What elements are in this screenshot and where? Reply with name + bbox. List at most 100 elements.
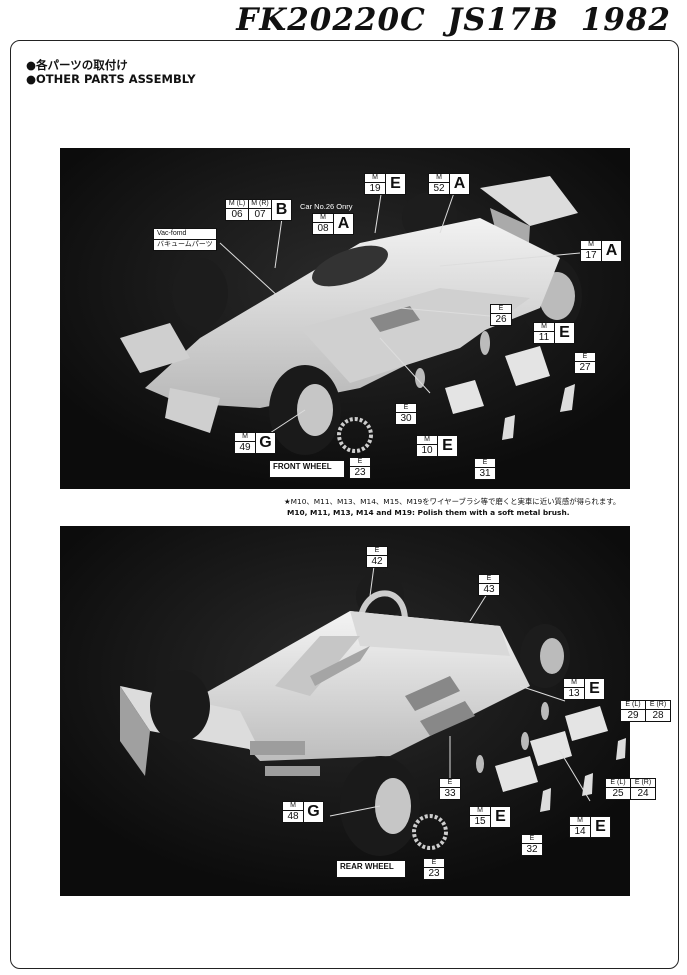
- part-number: 29: [627, 710, 639, 721]
- part-type: M (L): [226, 200, 248, 209]
- rear-car-illustration: [60, 526, 630, 896]
- sprue-letter: E: [491, 806, 511, 828]
- part-type: M: [470, 807, 490, 816]
- heading-japanese: ●各パーツの取付け: [26, 58, 128, 72]
- polish-note-english: M10, M11, M13, M14 and M19: Polish them …: [287, 508, 570, 517]
- sprue-letter: E: [585, 678, 605, 700]
- part-type: M: [570, 817, 590, 826]
- part-number: 26: [495, 314, 507, 325]
- part-type: E (R): [631, 779, 655, 788]
- part-type: E: [424, 859, 444, 868]
- heading-english: ●OTHER PARTS ASSEMBLY: [26, 72, 196, 86]
- vac-caption-line2: バキュームパーツ: [157, 241, 213, 248]
- sprue-letter: A: [334, 213, 354, 235]
- part-type: E: [396, 404, 416, 413]
- part-type: E: [350, 458, 370, 467]
- sprue-letter: G: [304, 801, 324, 823]
- part-number: 06: [231, 209, 243, 220]
- front-wheel-caption: FRONT WHEEL: [269, 460, 345, 478]
- part-type: E: [575, 353, 595, 362]
- part-number: 48: [287, 811, 299, 822]
- part-type: E (L): [606, 779, 630, 788]
- sprue-letter: G: [256, 432, 276, 454]
- part-number: 10: [421, 445, 433, 456]
- sprue-letter: B: [272, 199, 292, 221]
- part-type: M: [534, 323, 554, 332]
- part-number: 42: [371, 556, 383, 567]
- part-number: 07: [254, 209, 266, 220]
- bottom-assembly-photo: [60, 526, 630, 896]
- page-frame: [10, 40, 679, 969]
- part-type: E (L): [621, 701, 645, 710]
- sprue-letter: E: [386, 173, 406, 195]
- vac-formed-caption: Vac-fomd バキュームパーツ: [153, 228, 217, 251]
- car-number-caption: Car No.26 Onry: [300, 202, 353, 211]
- part-label-m06-m07: M (L)06 M (R)07 B: [225, 199, 292, 221]
- front-car-illustration: [60, 148, 630, 489]
- part-number: 11: [538, 332, 550, 343]
- part-number: 08: [317, 223, 329, 234]
- part-label-e29-e28: E (L)29 E (R)28: [620, 700, 671, 722]
- part-number: 17: [585, 250, 597, 261]
- top-assembly-photo: [60, 148, 630, 489]
- part-type: M (R): [249, 200, 271, 209]
- part-number: 27: [579, 362, 591, 373]
- part-number: 23: [428, 868, 440, 879]
- part-number: 25: [612, 788, 624, 799]
- part-type: E: [440, 779, 460, 788]
- page-title: FK20220C JS17B 1982: [236, 2, 671, 38]
- part-type: E (R): [646, 701, 670, 710]
- sprue-letter: E: [591, 816, 611, 838]
- part-number: 31: [479, 468, 491, 479]
- part-number: 30: [400, 413, 412, 424]
- part-type: E: [367, 547, 387, 556]
- polish-note-japanese: ★M10、M11、M13、M14、M15、M19をワイヤーブラシ等で磨くと実車に…: [284, 497, 621, 506]
- part-type: E: [479, 575, 499, 584]
- part-number: 33: [444, 788, 456, 799]
- part-number: 43: [483, 584, 495, 595]
- vac-caption-line1: Vac-fomd: [154, 229, 216, 240]
- part-number: 13: [568, 688, 580, 699]
- sprue-letter: A: [602, 240, 622, 262]
- part-type: E: [522, 835, 542, 844]
- part-number: 28: [652, 710, 664, 721]
- part-type: M: [283, 802, 303, 811]
- part-label-e25-e24: E (L)25 E (R)24: [605, 778, 656, 800]
- sprue-letter: E: [555, 322, 575, 344]
- part-number: 19: [369, 183, 381, 194]
- polish-note: ★M10、M11、M13、M14、M15、M19をワイヤーブラシ等で磨くと実車に…: [284, 496, 620, 518]
- part-number: 14: [574, 826, 586, 837]
- part-type: M: [313, 214, 333, 223]
- part-type: M: [417, 436, 437, 445]
- part-number: 49: [239, 442, 251, 453]
- part-type: M: [581, 241, 601, 250]
- part-type: M: [365, 174, 385, 183]
- rear-wheel-caption: REAR WHEEL: [336, 860, 406, 878]
- part-type: M: [564, 679, 584, 688]
- sprue-letter: E: [438, 435, 458, 457]
- part-number: 15: [474, 816, 486, 827]
- part-number: 24: [637, 788, 649, 799]
- sprue-letter: A: [450, 173, 470, 195]
- part-type: E: [475, 459, 495, 468]
